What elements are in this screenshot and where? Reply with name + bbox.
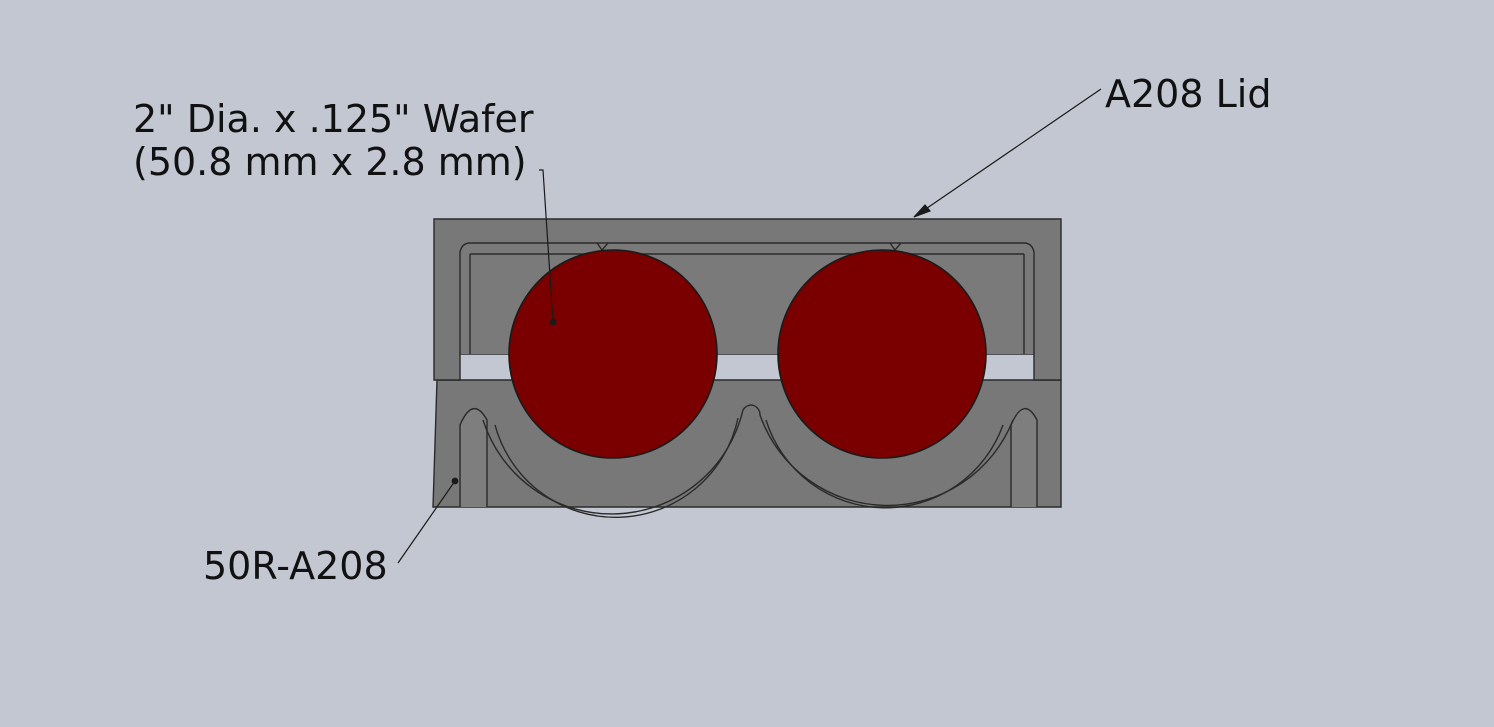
base-callout: 50R-A208 bbox=[203, 544, 388, 588]
lid-leader bbox=[913, 88, 1102, 218]
wafer-callout-line2: (50.8 mm x 2.8 mm) bbox=[133, 140, 527, 184]
lid-callout: A208 Lid bbox=[1105, 72, 1272, 116]
wafer-leader bbox=[539, 169, 554, 323]
base-left-pocket-inner bbox=[494, 417, 739, 518]
base-left-pocket bbox=[482, 404, 753, 515]
wafer-callout-line1: 2" Dia. x .125" Wafer bbox=[133, 97, 534, 141]
wafer-right bbox=[777, 249, 987, 459]
base-leader-dot bbox=[451, 477, 459, 485]
base-leader bbox=[397, 480, 456, 564]
base-right-pocket-inner bbox=[765, 419, 1004, 509]
base-left-post bbox=[459, 408, 488, 507]
base-right-pocket bbox=[751, 404, 1014, 507]
wafer-left bbox=[508, 249, 718, 459]
leader-lines bbox=[397, 88, 1102, 564]
base-right-post bbox=[1010, 408, 1038, 507]
lid-leader-arrow bbox=[913, 204, 932, 218]
wafer-leader-dot bbox=[549, 318, 557, 326]
lid-notch-right bbox=[889, 242, 902, 252]
